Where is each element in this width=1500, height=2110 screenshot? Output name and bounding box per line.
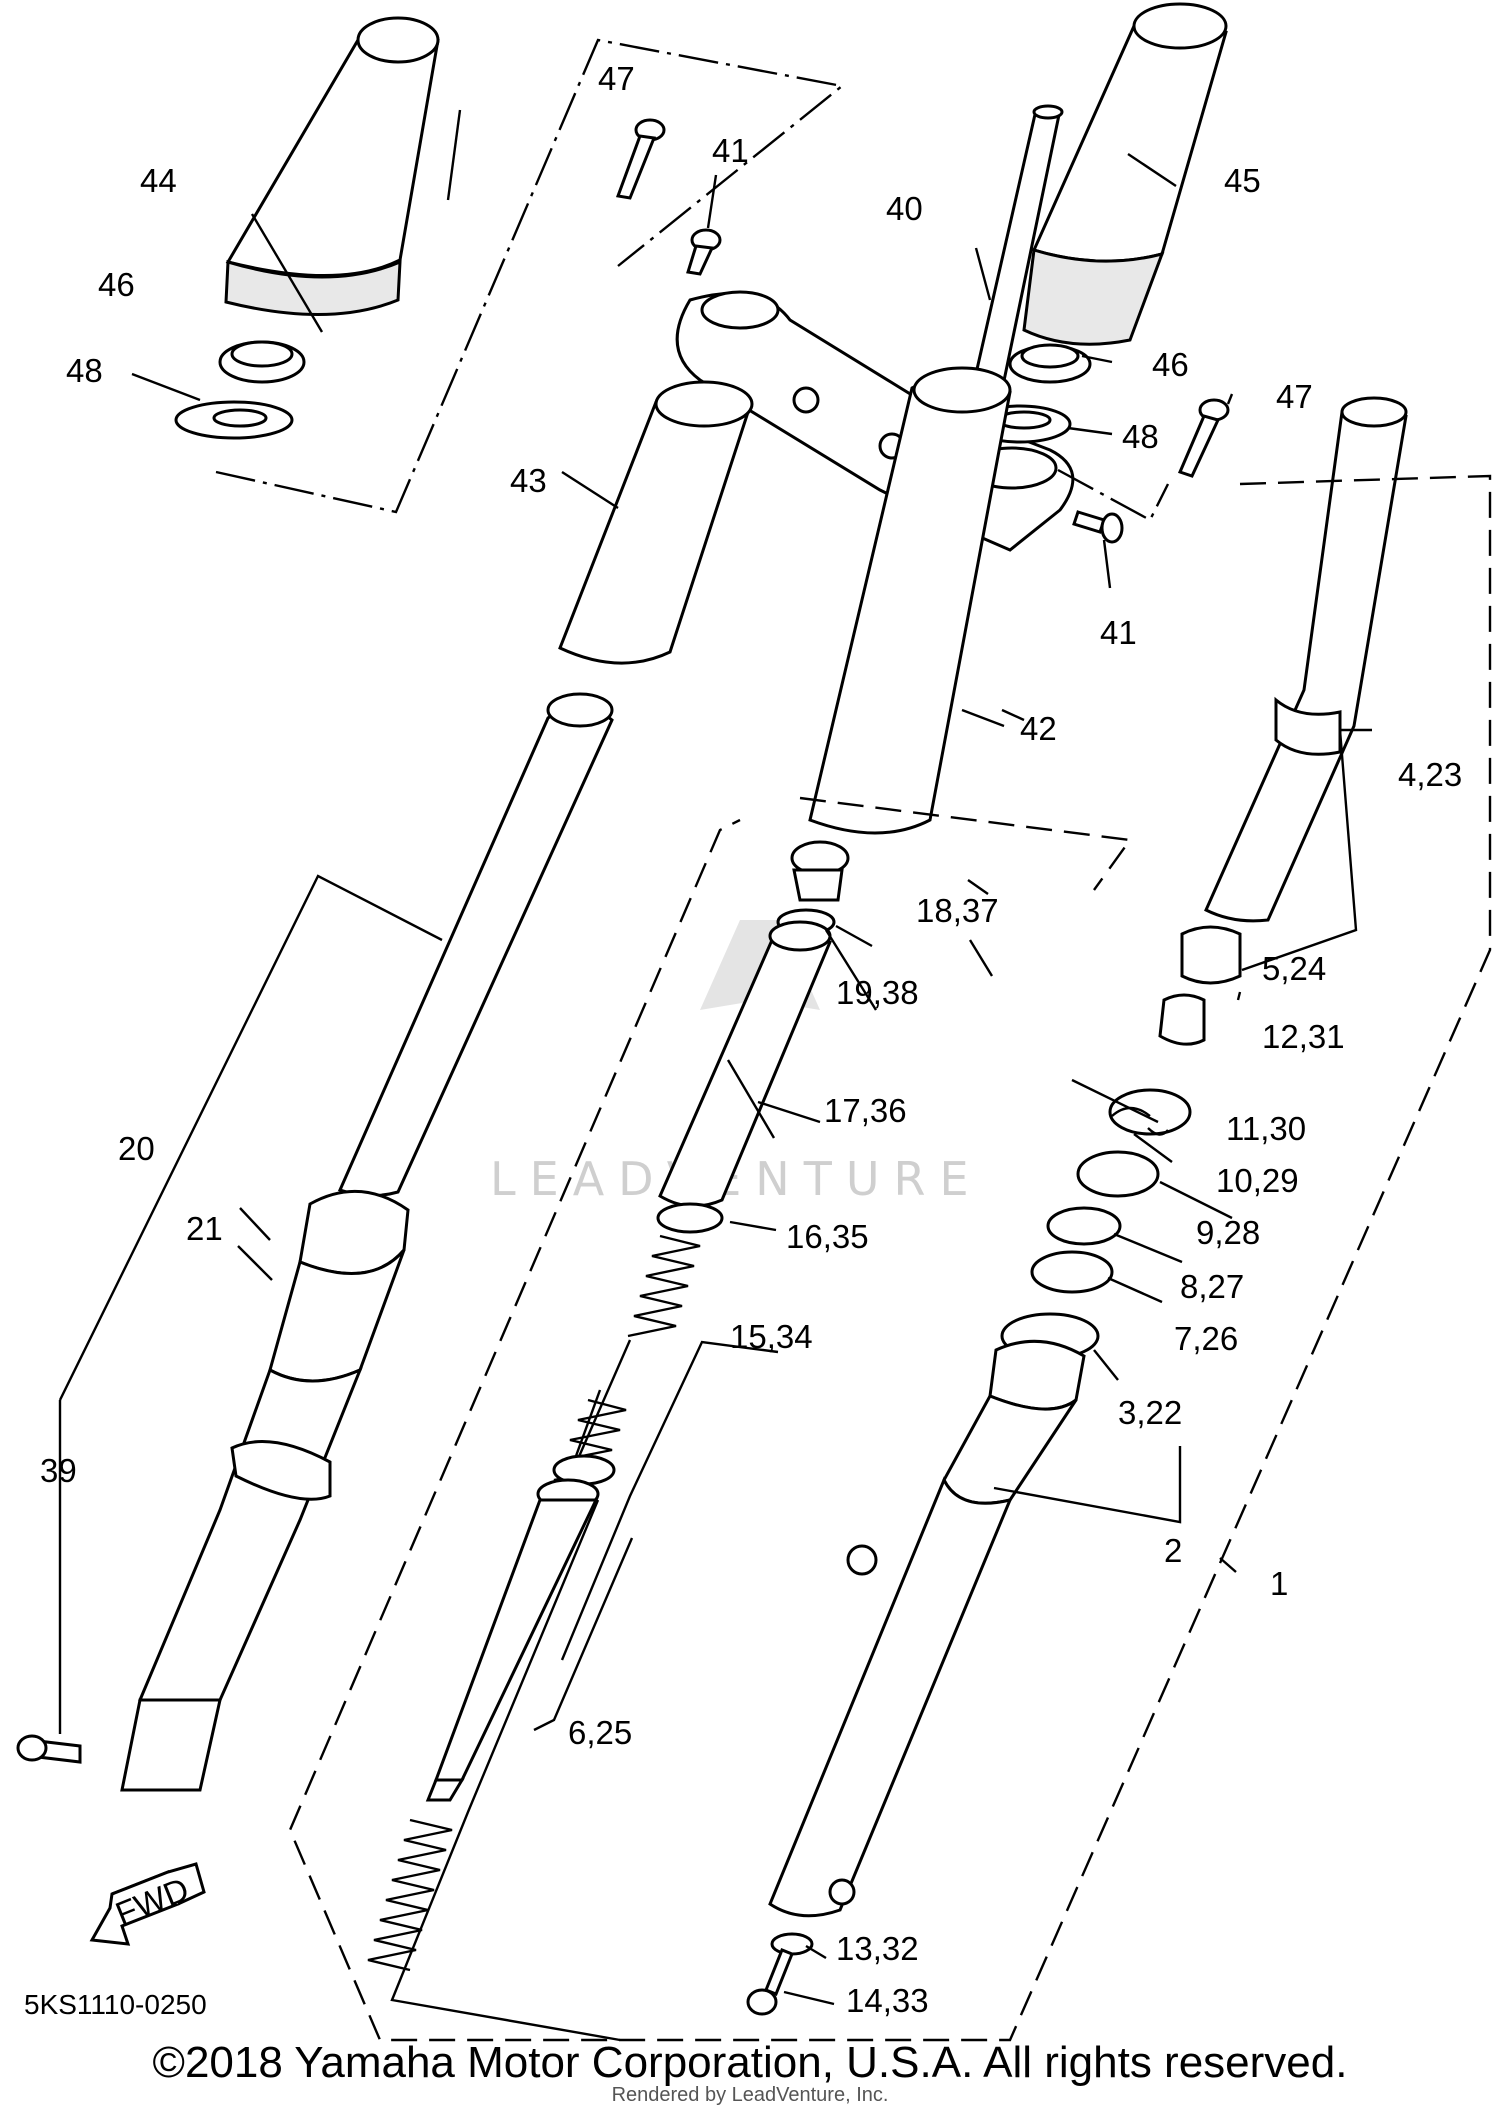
- fork-spring: [367, 1818, 453, 1972]
- copyright-notice: ©2018 Yamaha Motor Corporation, U.S.A. A…: [152, 2038, 1348, 2087]
- callout-5-24: 5,24: [1262, 950, 1326, 987]
- callout-3-22: 3,22: [1118, 1394, 1182, 1431]
- callout-39: 39: [40, 1452, 77, 1489]
- callout-17-36: 17,36: [824, 1092, 907, 1129]
- tube-cover-43: [558, 380, 754, 665]
- washer-13: [770, 1932, 814, 1956]
- callout-1: 1: [1270, 1565, 1288, 1602]
- callout-13-32: 13,32: [836, 1930, 919, 1967]
- washer-16: [656, 1202, 724, 1234]
- callout-8-27: 8,27: [1180, 1268, 1244, 1305]
- bushing-7: [1030, 1250, 1114, 1294]
- callout-12-31: 12,31: [1262, 1018, 1345, 1055]
- bracket-line-top-left: [215, 38, 845, 514]
- nut-46-right: [1008, 343, 1092, 384]
- tube-cover-42: [808, 366, 1012, 835]
- bolt-47-right: [1177, 398, 1230, 478]
- cap-bolt-18: [790, 840, 850, 902]
- seal-9: [1076, 1150, 1160, 1198]
- callout-46-left: 46: [98, 266, 135, 303]
- callout-16-35: 16,35: [786, 1218, 869, 1255]
- callout-45: 45: [1224, 162, 1261, 199]
- callout-41-right: 41: [1100, 614, 1137, 651]
- bracket-line-right: [1057, 468, 1170, 522]
- callout-48-left: 48: [66, 352, 103, 389]
- leader-lines: [58, 109, 1372, 2042]
- callout-20: 20: [118, 1130, 155, 1167]
- seal-11: [1108, 1088, 1192, 1136]
- callout-43: 43: [510, 462, 547, 499]
- washer-8: [1046, 1206, 1122, 1246]
- callout-11-30: 11,30: [1226, 1110, 1306, 1147]
- callout-40: 40: [886, 190, 923, 227]
- callout-14-33: 14,33: [846, 1982, 929, 2019]
- fork-assembly-left: [120, 692, 614, 1792]
- nut-46-left: [218, 340, 306, 384]
- spacer-17: [658, 920, 832, 1208]
- callout-21: 21: [186, 1210, 223, 1247]
- callout-47-right: 47: [1276, 378, 1313, 415]
- part-code: 5KS1110-0250: [24, 1989, 207, 2020]
- rendered-by-notice: Rendered by LeadVenture, Inc.: [611, 2084, 889, 2106]
- callout-44: 44: [140, 162, 177, 199]
- cover-44: [224, 16, 440, 316]
- callout-labels: 1 2 3,22 4,23 5,24 6,25 7,26 8,27 9,28 1…: [40, 60, 1462, 2019]
- fwd-arrow-icon: FWD: [89, 1862, 206, 1946]
- callout-48-right: 48: [1122, 418, 1159, 455]
- bolt-41-top: [686, 228, 722, 276]
- callout-46-right: 46: [1152, 346, 1189, 383]
- bolt-47-top: [615, 118, 666, 200]
- callout-41-top: 41: [712, 132, 749, 169]
- washer-48-left: [174, 400, 294, 440]
- callout-9-28: 9,28: [1196, 1214, 1260, 1251]
- outer-tube-2: [768, 1339, 1086, 1918]
- bolt-14: [746, 1948, 794, 2016]
- bushing-12: [1158, 993, 1206, 1046]
- inner-tube-4: [1204, 396, 1408, 923]
- damper-rod-6: [425, 1478, 600, 1802]
- callout-10-29: 10,29: [1216, 1162, 1299, 1199]
- group-outline-1: [288, 474, 1492, 2042]
- callout-42: 42: [1020, 710, 1057, 747]
- bushing-5: [1180, 925, 1242, 985]
- callout-4-23: 4,23: [1398, 756, 1462, 793]
- callout-18-37: 18,37: [916, 892, 999, 929]
- callout-2: 2: [1164, 1532, 1182, 1569]
- callout-47-top: 47: [598, 60, 635, 97]
- callout-15-34: 15,34: [730, 1318, 813, 1355]
- bolt-41-right: [1072, 510, 1124, 544]
- cover-45: [1022, 2, 1228, 346]
- bolt-39: [16, 1734, 82, 1764]
- callout-6-25: 6,25: [568, 1714, 632, 1751]
- callout-19-38: 19,38: [836, 974, 919, 1011]
- callout-7-26: 7,26: [1174, 1320, 1238, 1357]
